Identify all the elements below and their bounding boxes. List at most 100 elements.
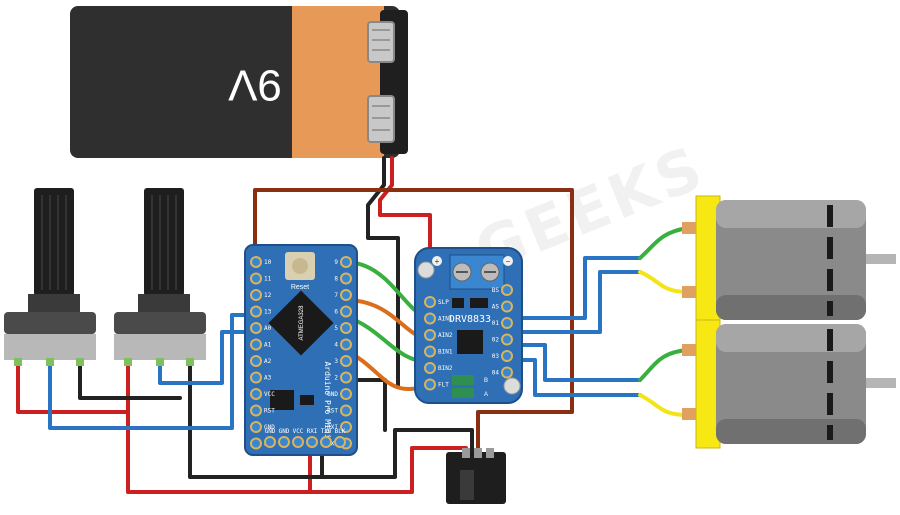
pot-knob[interactable] xyxy=(34,188,74,296)
wire-yellow-motorB xyxy=(638,393,690,417)
pin xyxy=(250,371,262,384)
pin xyxy=(424,378,436,391)
plus-mark xyxy=(432,256,442,266)
pin xyxy=(334,436,346,448)
wire-green-motorB xyxy=(638,348,690,382)
atmega-chip xyxy=(268,290,334,356)
arduino-pro-mini: Reset ATMEGA328 Arduino Pro Mini 1011121… xyxy=(244,244,358,456)
pin-label: 4 xyxy=(334,342,338,349)
switch-lever[interactable] xyxy=(460,470,474,500)
potentiometer-2[interactable] xyxy=(114,188,206,366)
pin-label: 03 xyxy=(492,353,500,360)
pin xyxy=(306,436,318,448)
svg-text:−: − xyxy=(506,257,511,266)
pin-label: 01 xyxy=(492,320,500,327)
pin-label: BS xyxy=(492,287,500,294)
pin-label: GND xyxy=(279,428,290,435)
pin-label: 04 xyxy=(492,370,500,377)
pin xyxy=(340,421,352,433)
mount-hole xyxy=(417,261,435,279)
battery-terminal-negative xyxy=(367,95,395,143)
pin xyxy=(501,333,513,346)
pin-label: 7 xyxy=(334,292,338,299)
pin xyxy=(340,388,352,400)
pin-label: BIN2 xyxy=(438,365,453,372)
svg-text:+: + xyxy=(435,257,440,266)
pin xyxy=(250,272,262,285)
potentiometer-1[interactable] xyxy=(4,188,96,366)
pin-label: RXI xyxy=(327,424,338,431)
pin-label: 9 xyxy=(334,259,338,266)
pin xyxy=(250,256,262,268)
wire-battery-negative xyxy=(366,156,400,387)
driver-chip xyxy=(457,330,483,354)
pin-label: A2 xyxy=(264,358,272,365)
pin xyxy=(501,300,513,313)
letter-b: B xyxy=(484,378,488,384)
pin-label: 11 xyxy=(264,276,272,283)
wire-blue-motorB-1 xyxy=(503,343,642,382)
pin-label: A0 xyxy=(264,325,272,332)
pin xyxy=(250,322,262,334)
pin xyxy=(424,362,436,374)
pin-label: A3 xyxy=(264,375,272,382)
pin-label: 10 xyxy=(264,259,272,266)
pin xyxy=(250,437,262,450)
pin-label: BLK xyxy=(335,428,346,435)
pin xyxy=(340,371,352,384)
pin xyxy=(501,284,513,296)
pin xyxy=(340,355,352,367)
pin xyxy=(250,421,262,433)
chip-label: ATMEGA328 xyxy=(299,305,305,341)
wire-blue-motorA-1 xyxy=(503,256,642,320)
pin xyxy=(340,289,352,301)
pin xyxy=(340,338,352,351)
motor-b-shaft xyxy=(866,378,896,388)
driver-name: DRV8833 xyxy=(449,314,491,325)
wire-battery-positive xyxy=(378,156,432,270)
pin xyxy=(501,366,513,379)
pin-label: 5 xyxy=(334,325,338,332)
pin xyxy=(250,338,262,351)
pin xyxy=(264,436,276,448)
pin-label: RST xyxy=(327,408,338,415)
wire-black-pot1 xyxy=(78,363,182,400)
pin xyxy=(424,296,436,308)
wire-brown-vcc xyxy=(253,188,574,454)
motor-b xyxy=(682,319,896,449)
pin-label: 13 xyxy=(264,309,272,316)
pin xyxy=(340,256,352,268)
pot-knob[interactable] xyxy=(144,188,184,296)
pin-label: 6 xyxy=(334,309,338,316)
letter-a: A xyxy=(484,392,488,398)
pin xyxy=(340,322,352,334)
pin-label: TXO xyxy=(321,428,332,435)
slide-switch[interactable] xyxy=(446,448,506,504)
pin-label: GND xyxy=(265,428,276,435)
battery-terminal-positive xyxy=(367,21,395,63)
pin-label: AIN2 xyxy=(438,332,453,339)
battery-9v: 9V xyxy=(70,6,408,158)
minus-mark xyxy=(503,256,513,266)
motor-a xyxy=(682,195,896,325)
mount-hole xyxy=(503,377,521,395)
arduino-name: Arduino Pro Mini xyxy=(323,361,332,438)
battery-label: 9V xyxy=(227,60,281,109)
pin-label: SLP xyxy=(438,299,449,306)
pin-label: GND xyxy=(327,391,338,398)
pin xyxy=(292,436,304,448)
pin-label: 3 xyxy=(334,358,338,365)
wire-red-rail xyxy=(16,363,468,494)
pin-label: VCC xyxy=(264,391,275,398)
pin xyxy=(340,272,352,285)
pin xyxy=(320,436,332,448)
wire-blue-pot2 xyxy=(158,330,264,385)
wire-blue-motorA-2 xyxy=(503,270,642,334)
pin xyxy=(340,305,352,318)
pin-label: GND xyxy=(264,424,275,431)
